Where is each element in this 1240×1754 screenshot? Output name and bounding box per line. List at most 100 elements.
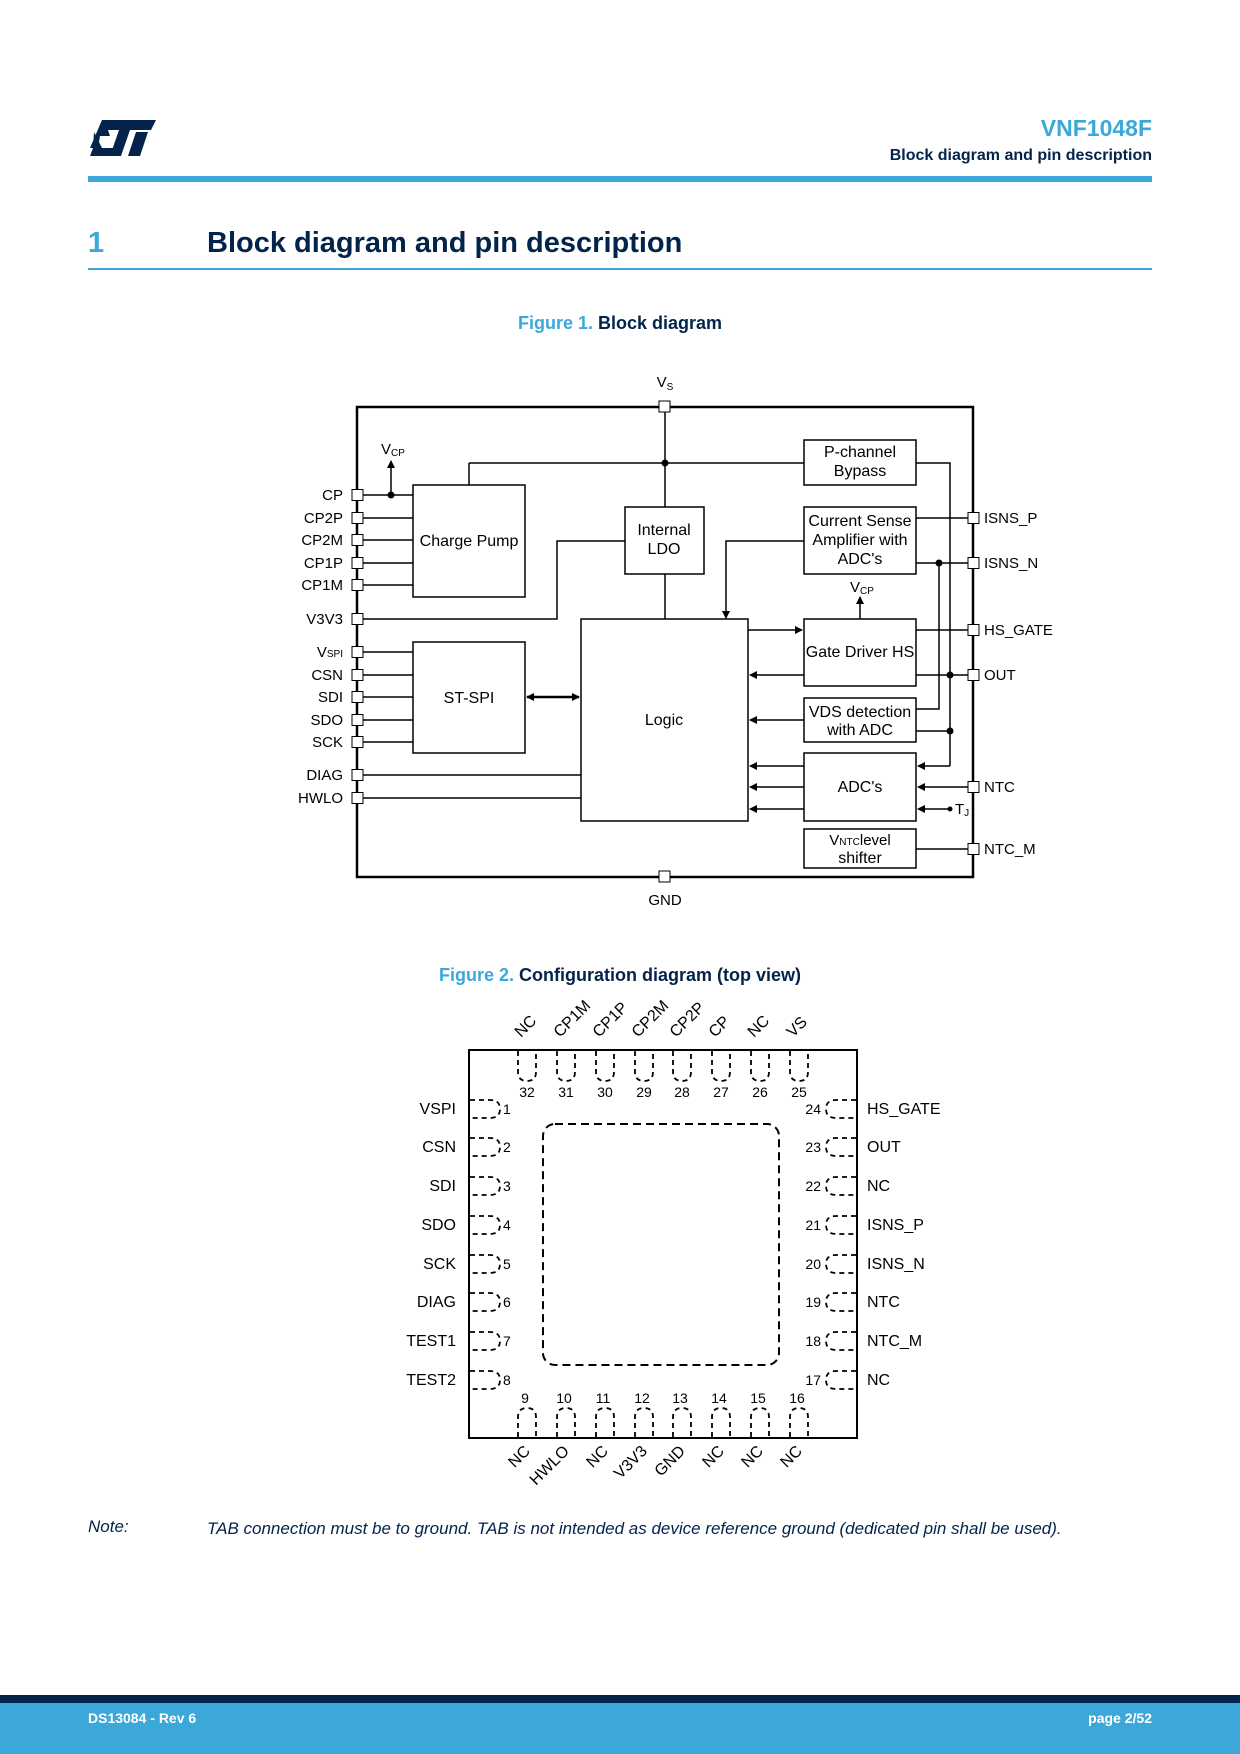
svg-text:ST-SPI: ST-SPI (444, 690, 495, 707)
pin-out (967, 669, 980, 681)
svg-text:P-channel: P-channel (824, 444, 896, 461)
svg-text:CSN: CSN (422, 1139, 456, 1156)
pin-label-cp: CP (322, 487, 343, 504)
pin-label-ntc-m: NTC_M (984, 841, 1036, 858)
svg-text:SCK: SCK (423, 1256, 456, 1273)
pin-vspi (351, 646, 364, 658)
pin-label-cp2m: CP2M (301, 532, 343, 549)
svg-text:11: 11 (596, 1390, 611, 1406)
section-divider (88, 268, 1152, 270)
svg-text:24: 24 (805, 1101, 821, 1117)
svg-text:NC: NC (505, 1443, 533, 1471)
svg-text:14: 14 (711, 1390, 727, 1406)
gnd-label: GND (648, 892, 682, 909)
pin-2: 2 CSN (422, 1137, 511, 1157)
svg-text:Bypass: Bypass (834, 463, 886, 480)
internal-ldo-block: Internal LDO (624, 506, 705, 575)
pin-label-ntc: NTC (984, 779, 1015, 796)
svg-text:4: 4 (503, 1217, 511, 1233)
svg-text:ISNS_N: ISNS_N (867, 1256, 925, 1273)
svg-text:TEST1: TEST1 (406, 1333, 456, 1350)
vds-detection-block: VDS detection with ADC (803, 697, 917, 743)
pin-label-diag: DIAG (306, 767, 343, 784)
package-outline (468, 1049, 858, 1439)
footer-bar (0, 1703, 1240, 1754)
product-name: VNF1048F (1040, 115, 1152, 141)
svg-text:NC: NC (867, 1372, 890, 1389)
svg-text:7: 7 (503, 1333, 511, 1349)
pin-cp1p (351, 557, 364, 569)
svg-text:15: 15 (750, 1390, 766, 1406)
svg-text:CP2M: CP2M (629, 997, 672, 1040)
gnd-pin (658, 870, 671, 883)
pin-isns-p (967, 512, 980, 524)
pin-4: 4 SDO (421, 1215, 511, 1235)
svg-text:NTC: NTC (867, 1294, 900, 1311)
svg-text:ADC's: ADC's (838, 551, 883, 568)
pin-9: 9NC (505, 1390, 537, 1471)
svg-text:29: 29 (636, 1084, 652, 1100)
pin-isns-n (967, 557, 980, 569)
svg-text:3: 3 (503, 1178, 511, 1194)
svg-text:2: 2 (503, 1139, 511, 1155)
pin-label-sdi: SDI (318, 689, 343, 706)
header-divider (88, 176, 1152, 182)
pin-label-cp2p: CP2P (304, 510, 343, 527)
svg-text:NC: NC (699, 1443, 727, 1471)
svg-text:DIAG: DIAG (417, 1294, 456, 1311)
svg-text:Amplifier with: Amplifier with (812, 532, 907, 549)
svg-text:shifter: shifter (838, 850, 882, 867)
svg-text:26: 26 (752, 1084, 768, 1100)
svg-text:NTC_M: NTC_M (867, 1333, 922, 1350)
svg-text:CP: CP (706, 1013, 734, 1041)
section-title: Block diagram and pin description (207, 227, 683, 259)
svg-text:NC: NC (777, 1443, 805, 1471)
header-section-name: Block diagram and pin description (889, 147, 1152, 164)
footer-dark-bar (0, 1695, 1240, 1703)
pin-hwlo (351, 792, 364, 804)
svg-text:SDI: SDI (429, 1178, 456, 1195)
svg-text:ISNS_P: ISNS_P (867, 1217, 924, 1234)
pin-sck (351, 736, 364, 748)
svg-text:with ADC: with ADC (826, 722, 893, 739)
svg-text:32: 32 (519, 1084, 535, 1100)
pin-label-hwlo: HWLO (298, 790, 343, 807)
svg-text:12: 12 (634, 1390, 650, 1406)
pin-label-v3v3: V3V3 (306, 611, 343, 628)
vntc-level-shifter-block: VNTClevel shifter (803, 828, 917, 869)
pin-label-cp1p: CP1P (304, 555, 343, 572)
svg-text:SDO: SDO (421, 1217, 456, 1234)
pin-cp2p (351, 512, 364, 524)
svg-text:Charge Pump: Charge Pump (420, 533, 519, 550)
svg-text:NC: NC (583, 1443, 611, 1471)
svg-text:NC: NC (745, 1012, 773, 1040)
svg-text:CP2P: CP2P (667, 999, 709, 1041)
figure2-label: Figure 2. (438, 965, 514, 985)
svg-text:HWLO: HWLO (527, 1443, 573, 1489)
svg-text:31: 31 (558, 1084, 574, 1100)
svg-text:19: 19 (805, 1294, 821, 1310)
pin-label-hs-gate: HS_GATE (984, 622, 1053, 639)
svg-text:NC: NC (867, 1178, 890, 1195)
svg-text:NC: NC (738, 1443, 766, 1471)
svg-text:9: 9 (521, 1390, 529, 1406)
svg-text:18: 18 (805, 1333, 821, 1349)
svg-text:GND: GND (652, 1443, 689, 1480)
svg-text:Internal: Internal (637, 522, 690, 539)
note-label: Note: (88, 1517, 129, 1536)
